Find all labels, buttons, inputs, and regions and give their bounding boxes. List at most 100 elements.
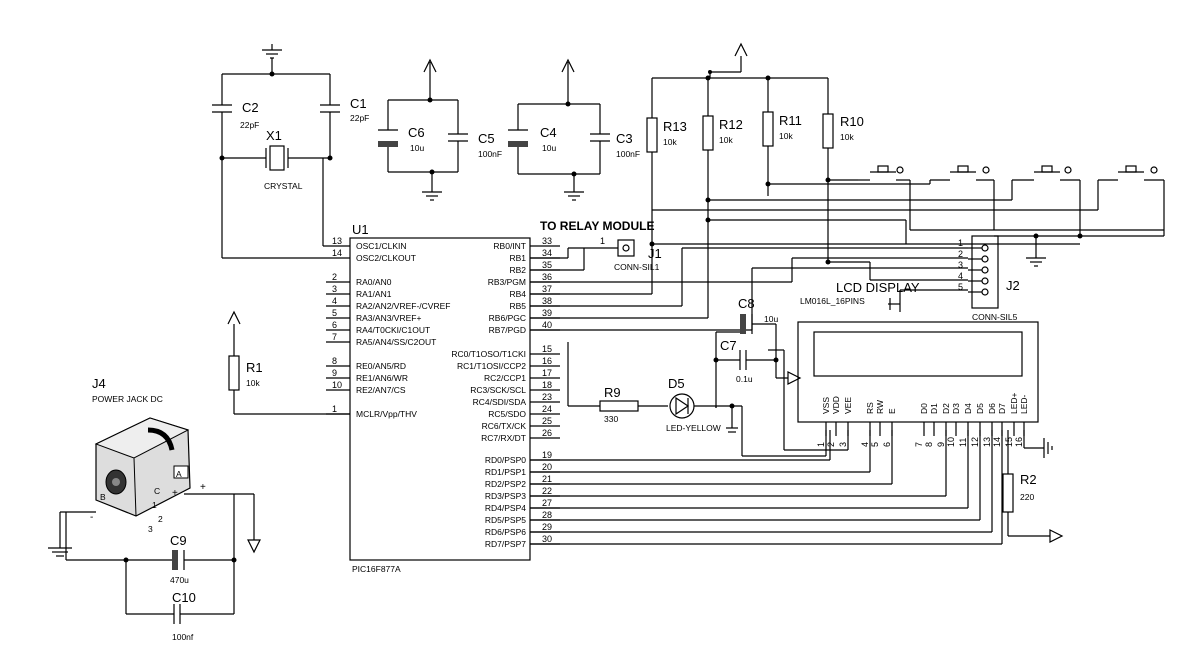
u1-left-pin-name: RA0/AN0 [356, 277, 392, 287]
c6-value: 10u [410, 143, 424, 153]
lcd-pin-num: 12 [970, 437, 980, 447]
portb-wires [530, 217, 968, 331]
lcd-pin-name: D2 [941, 403, 951, 414]
u1-right-pin-num: 25 [542, 416, 552, 426]
c5-ref: C5 [478, 131, 495, 146]
u1-right-pin-num: 34 [542, 248, 552, 258]
jack-plus: + [200, 482, 206, 493]
pushbutton-3 [1012, 165, 1081, 236]
r9-ref: R9 [604, 385, 621, 400]
c10-ref: C10 [172, 590, 196, 605]
c9-value: 470u [170, 575, 189, 585]
u1-right-pin-num: 15 [542, 344, 552, 354]
j1-pin: 1 [600, 236, 605, 246]
u1-right-pin-num: 20 [542, 462, 552, 472]
u1-right-pin-name: RD6/PSP6 [485, 527, 526, 537]
u1-left-pin-num: 3 [332, 284, 337, 294]
j2-pin-num: 5 [958, 282, 963, 292]
u1-right-pin-num: 24 [542, 404, 552, 414]
lcd-pin-name: D4 [963, 403, 973, 414]
u1-left-pin-name: RA5/AN4/SS/C2OUT [356, 337, 436, 347]
u1-right-pin-num: 26 [542, 428, 552, 438]
u1-right-pin-name: RB6/PGC [489, 313, 526, 323]
u1-left-pin-name: RE1/AN6/WR [356, 373, 408, 383]
u1-left-pin-num: 6 [332, 320, 337, 330]
u1-right-pin-name: RD4/PSP4 [485, 503, 526, 513]
lcd-pin-name: LED- [1019, 394, 1029, 414]
c1-ref: C1 [350, 96, 367, 111]
u1-left-pin-num: 5 [332, 308, 337, 318]
u1-left-pin-name: OSC1/CLKIN [356, 241, 407, 251]
j2-pin-socket [981, 266, 989, 274]
r11-value: 10k [779, 131, 793, 141]
u1-right-pin-name: RB2 [509, 265, 526, 275]
c3-value: 100nF [616, 149, 640, 159]
lcd-title: LCD DISPLAY [836, 280, 920, 295]
lcd-pin-num: 8 [924, 442, 934, 447]
lcd-pins: VSS1VDD2VEE3RS4RW5E6D07D18D29D310D411D51… [816, 392, 1029, 447]
c7-value: 0.1u [736, 374, 753, 384]
r1-value: 10k [246, 378, 260, 388]
j2-pin-socket [981, 244, 989, 252]
oscillator-section: C2 22pF C1 22pF X1 CRYSTAL [212, 44, 369, 259]
x1-value: CRYSTAL [264, 181, 303, 191]
j2-pin-num: 4 [958, 271, 963, 281]
u1-right-pin-name: RC0/T1OSO/T1CKI [451, 349, 526, 359]
lcd-pin-name: E [887, 408, 897, 414]
u1-right-pin-name: RC7/RX/DT [481, 433, 526, 443]
c4-ref: C4 [540, 125, 557, 140]
u1-left-pin-name: RE2/AN7/CS [356, 385, 406, 395]
u1-right-pin-num: 36 [542, 272, 552, 282]
jack-pin-a: A [176, 469, 182, 479]
u1-right-pin-name: RB0/INT [493, 241, 526, 251]
c9-ref: C9 [170, 533, 187, 548]
u1-left-pin-name: RA1/AN1 [356, 289, 392, 299]
j4-value: POWER JACK DC [92, 394, 163, 404]
lcd-pin-name: D5 [975, 403, 985, 414]
lcd-pin-num: 2 [826, 442, 836, 447]
d5-ref: D5 [668, 376, 685, 391]
u1-left-pin-num: 14 [332, 248, 342, 258]
decoupling-caps: C6 10u C5 100nF C4 10u C3 100nF [378, 58, 640, 201]
r2-value: 220 [1020, 492, 1034, 502]
u1-right-pin-name: RD0/PSP0 [485, 455, 526, 465]
lcd-pin-name: RW [875, 400, 885, 414]
lcd-pin-name: VEE [843, 397, 853, 414]
lcd-pin-name: D7 [997, 403, 1007, 414]
u1-right-pin-name: RC1/T1OSI/CCP2 [457, 361, 526, 371]
u1-left-pin-num: 7 [332, 332, 337, 342]
u1-left-pin-num: 10 [332, 380, 342, 390]
r10-ref: R10 [840, 114, 864, 129]
u1-right-pin-num: 21 [542, 474, 552, 484]
c4-value: 10u [542, 143, 556, 153]
u1-right-pin-num: 27 [542, 498, 552, 508]
pushbutton-4 [1098, 165, 1165, 236]
c10-value: 100nf [172, 632, 194, 642]
c5-value: 100nF [478, 149, 502, 159]
u1-right-pin-num: 22 [542, 486, 552, 496]
u1-right-pin-name: RB3/PGM [488, 277, 526, 287]
r2-ref: R2 [1020, 472, 1037, 487]
u1-left-pin-name: RE0/AN5/RD [356, 361, 406, 371]
u1-right-pins: 33RB0/INT34RB135RB236RB3/PGM37RB438RB539… [451, 236, 560, 549]
pushbutton-2 [930, 165, 995, 230]
keypad-section: R13 10k R12 10k R11 10k R10 10k [646, 42, 1165, 267]
u1-right-pin-num: 35 [542, 260, 552, 270]
u1-left-pin-num: 1 [332, 404, 337, 414]
lcd-pin-name: D3 [951, 403, 961, 414]
lcd-contrast-section: C8 10u C7 0.1u [713, 296, 849, 451]
c3-ref: C3 [616, 131, 633, 146]
j2-pin-socket [981, 255, 989, 263]
jack-pin-c: C [154, 486, 160, 496]
dc-jack-icon [94, 417, 191, 517]
r13-ref: R13 [663, 119, 687, 134]
lcd-pin-num: 6 [882, 442, 892, 447]
u1-right-pin-num: 30 [542, 534, 552, 544]
j4-ref: J4 [92, 376, 106, 391]
portd-wires [530, 430, 1003, 545]
power-jack-j4: J4 POWER JACK DC A B C + + - 1 2 3 [48, 376, 261, 642]
u1-left-pin-name: RA3/AN3/VREF+ [356, 313, 421, 323]
